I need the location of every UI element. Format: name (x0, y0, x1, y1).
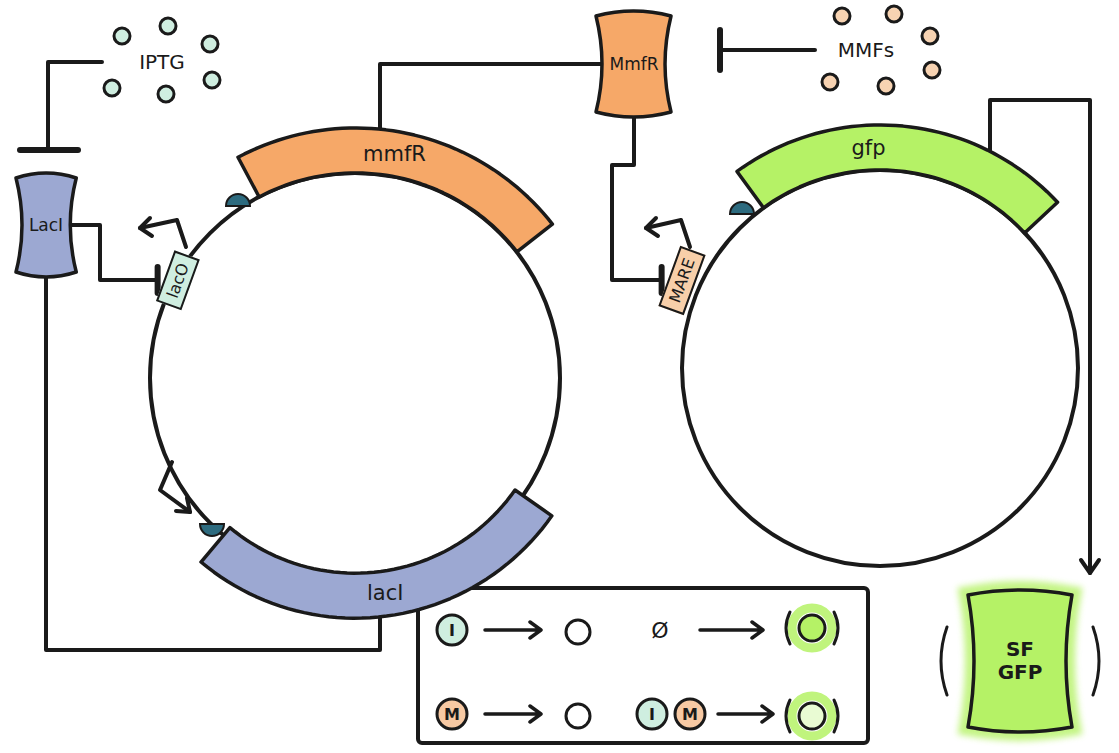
operator-box: MARE (658, 245, 705, 314)
inducer-circle (675, 699, 705, 729)
node-text: MmfR (609, 54, 658, 74)
table-arrow (485, 622, 541, 638)
reporter-protein: SF GFP (935, 575, 1105, 747)
mmf-molecule (834, 8, 850, 24)
promoter-arrowhead (176, 498, 190, 512)
table-symbol: Ø (651, 618, 668, 643)
mmf-molecule (886, 6, 902, 22)
connector (380, 64, 602, 128)
node-text: LacI (29, 215, 63, 235)
gene-shape (238, 128, 552, 252)
iptg-molecule (202, 36, 218, 52)
iptg-molecule (204, 72, 220, 88)
inducer-circle (437, 615, 467, 645)
truth-table-box (418, 588, 868, 743)
table-symbol: M (444, 705, 460, 724)
on-output (799, 615, 825, 641)
inhibition-bar (20, 147, 78, 153)
inducer-label: MMFs (838, 38, 894, 62)
glow-marks (941, 627, 1099, 695)
on-output-glow (792, 696, 832, 736)
table-symbol: M (682, 705, 698, 724)
on-output (799, 703, 825, 729)
gene-band: lacI (198, 487, 555, 621)
promoter-arrowhead (646, 218, 658, 236)
inducer-label: IPTG (139, 50, 185, 74)
table-symbol: I (449, 621, 455, 640)
iptg-molecule (104, 80, 120, 96)
node-text: lacO (163, 260, 193, 300)
on-output-glow (792, 608, 832, 648)
operator-box: lacO (156, 250, 200, 310)
table-arrow (485, 706, 541, 722)
iptg-molecule (158, 86, 174, 102)
off-output (566, 620, 590, 644)
repressor-protein: MmfR (592, 8, 675, 120)
node-outline (734, 122, 1061, 236)
node-text: lacI (367, 581, 403, 605)
inducer-circle (637, 699, 667, 729)
protein-shape (16, 173, 76, 277)
inducer-circle (437, 699, 467, 729)
node-text: SF GFP (992, 638, 1048, 684)
rbs-symbol (226, 194, 250, 206)
rbs-symbol (730, 202, 754, 214)
inhibition-line (48, 62, 102, 148)
protein-shape (968, 590, 1072, 732)
table-arrow (718, 706, 773, 722)
connector (70, 225, 158, 293)
repressor-protein: LacI (12, 170, 80, 280)
promoter-arrowhead (140, 218, 152, 236)
iptg-molecule (114, 28, 130, 44)
table-arrow (700, 622, 763, 638)
gene-band: gfp (734, 122, 1061, 236)
plasmid-circle (682, 170, 1078, 566)
connector-line (380, 64, 602, 128)
table-symbol: I (649, 705, 655, 724)
inhibition-bar (717, 30, 723, 70)
gene-band: mmfR (235, 125, 555, 255)
gene-shape (737, 125, 1058, 233)
glow-marks (786, 612, 838, 644)
mmf-molecule (878, 78, 894, 94)
inhibition-line (722, 48, 815, 52)
rbs-symbol (200, 524, 224, 536)
promoter-arrow (160, 462, 190, 512)
iptg-molecule (160, 18, 176, 34)
protein-shape (596, 11, 671, 117)
arrowhead (1081, 560, 1099, 573)
mmf-molecule (822, 74, 838, 90)
mmf-molecule (924, 62, 940, 78)
off-output (566, 704, 590, 728)
node-text: gfp (851, 136, 885, 160)
mmf-molecule (922, 28, 938, 44)
gene-shape (201, 490, 552, 618)
glow-halo (968, 590, 1072, 732)
connector-line (70, 225, 158, 280)
glow-marks (786, 700, 838, 732)
node-text: mmfR (363, 142, 426, 166)
connector (612, 117, 662, 293)
connector-line (612, 117, 662, 280)
node-text: MARE (665, 255, 699, 305)
